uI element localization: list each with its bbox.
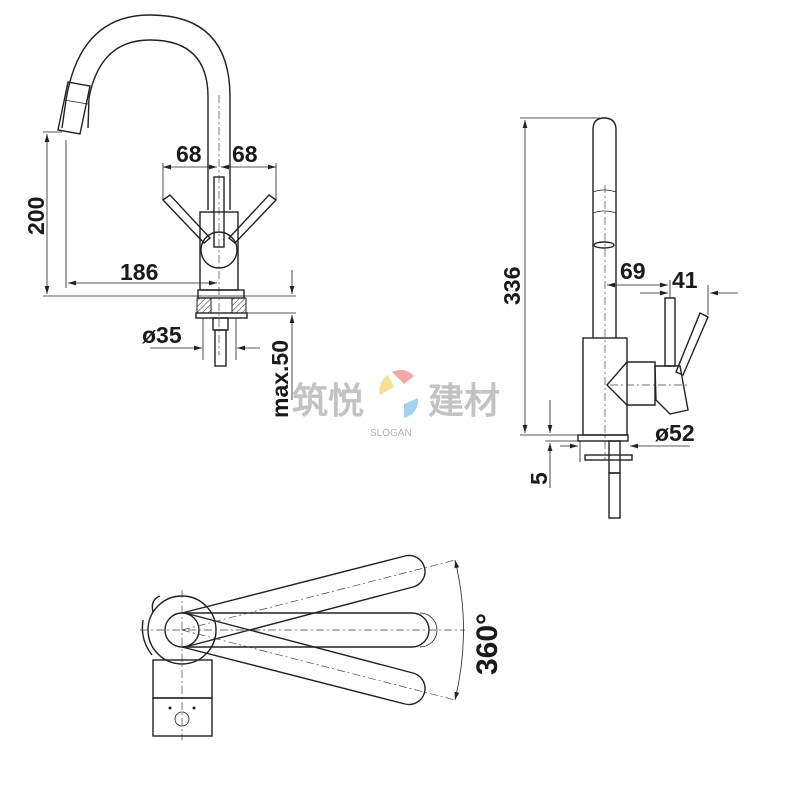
dim-lever-offset: 69	[620, 258, 646, 284]
dim-spout-reach: 186	[120, 259, 158, 285]
watermark-brand-left: 筑悦	[292, 381, 364, 422]
side-lever	[664, 297, 676, 367]
side-spout	[592, 117, 617, 338]
dim-max-thickness: max.50	[267, 340, 293, 418]
side-mixer	[654, 365, 689, 415]
dim-base-plate: 5	[526, 472, 552, 485]
top-view: 360°	[140, 554, 504, 740]
right-handle	[227, 194, 278, 244]
shank	[214, 329, 227, 367]
dim-handle-left: 68	[176, 141, 202, 167]
dim-spout-height: 200	[23, 197, 49, 235]
side-shank	[608, 472, 621, 519]
left-handle	[161, 194, 212, 244]
dim-rotation: 360°	[471, 613, 504, 675]
nozzle	[57, 81, 91, 135]
spout-up	[181, 554, 426, 648]
side-view: 336 69 41 ø52 5	[499, 117, 738, 519]
watermark-slogan: SLOGAN	[370, 428, 412, 439]
watermark-logo: 筑悦 建材 SLOGAN	[292, 369, 500, 439]
spout-down	[181, 612, 426, 706]
dim-base-diameter: ø52	[655, 420, 695, 446]
dim-total-height: 336	[499, 267, 525, 305]
spout-outer	[61, 14, 231, 210]
center-lever	[213, 176, 225, 248]
mixer-knob	[200, 231, 238, 269]
dim-handle-right: 68	[232, 141, 258, 167]
spout-inner	[87, 39, 209, 210]
dim-hole-diameter: ø35	[142, 322, 182, 348]
watermark-brand-right: 建材	[428, 381, 500, 422]
dim-lever-swing: 41	[672, 267, 698, 293]
top-body	[152, 697, 213, 737]
front-view: 200 186 68 68 ø35 max.50	[23, 14, 296, 418]
